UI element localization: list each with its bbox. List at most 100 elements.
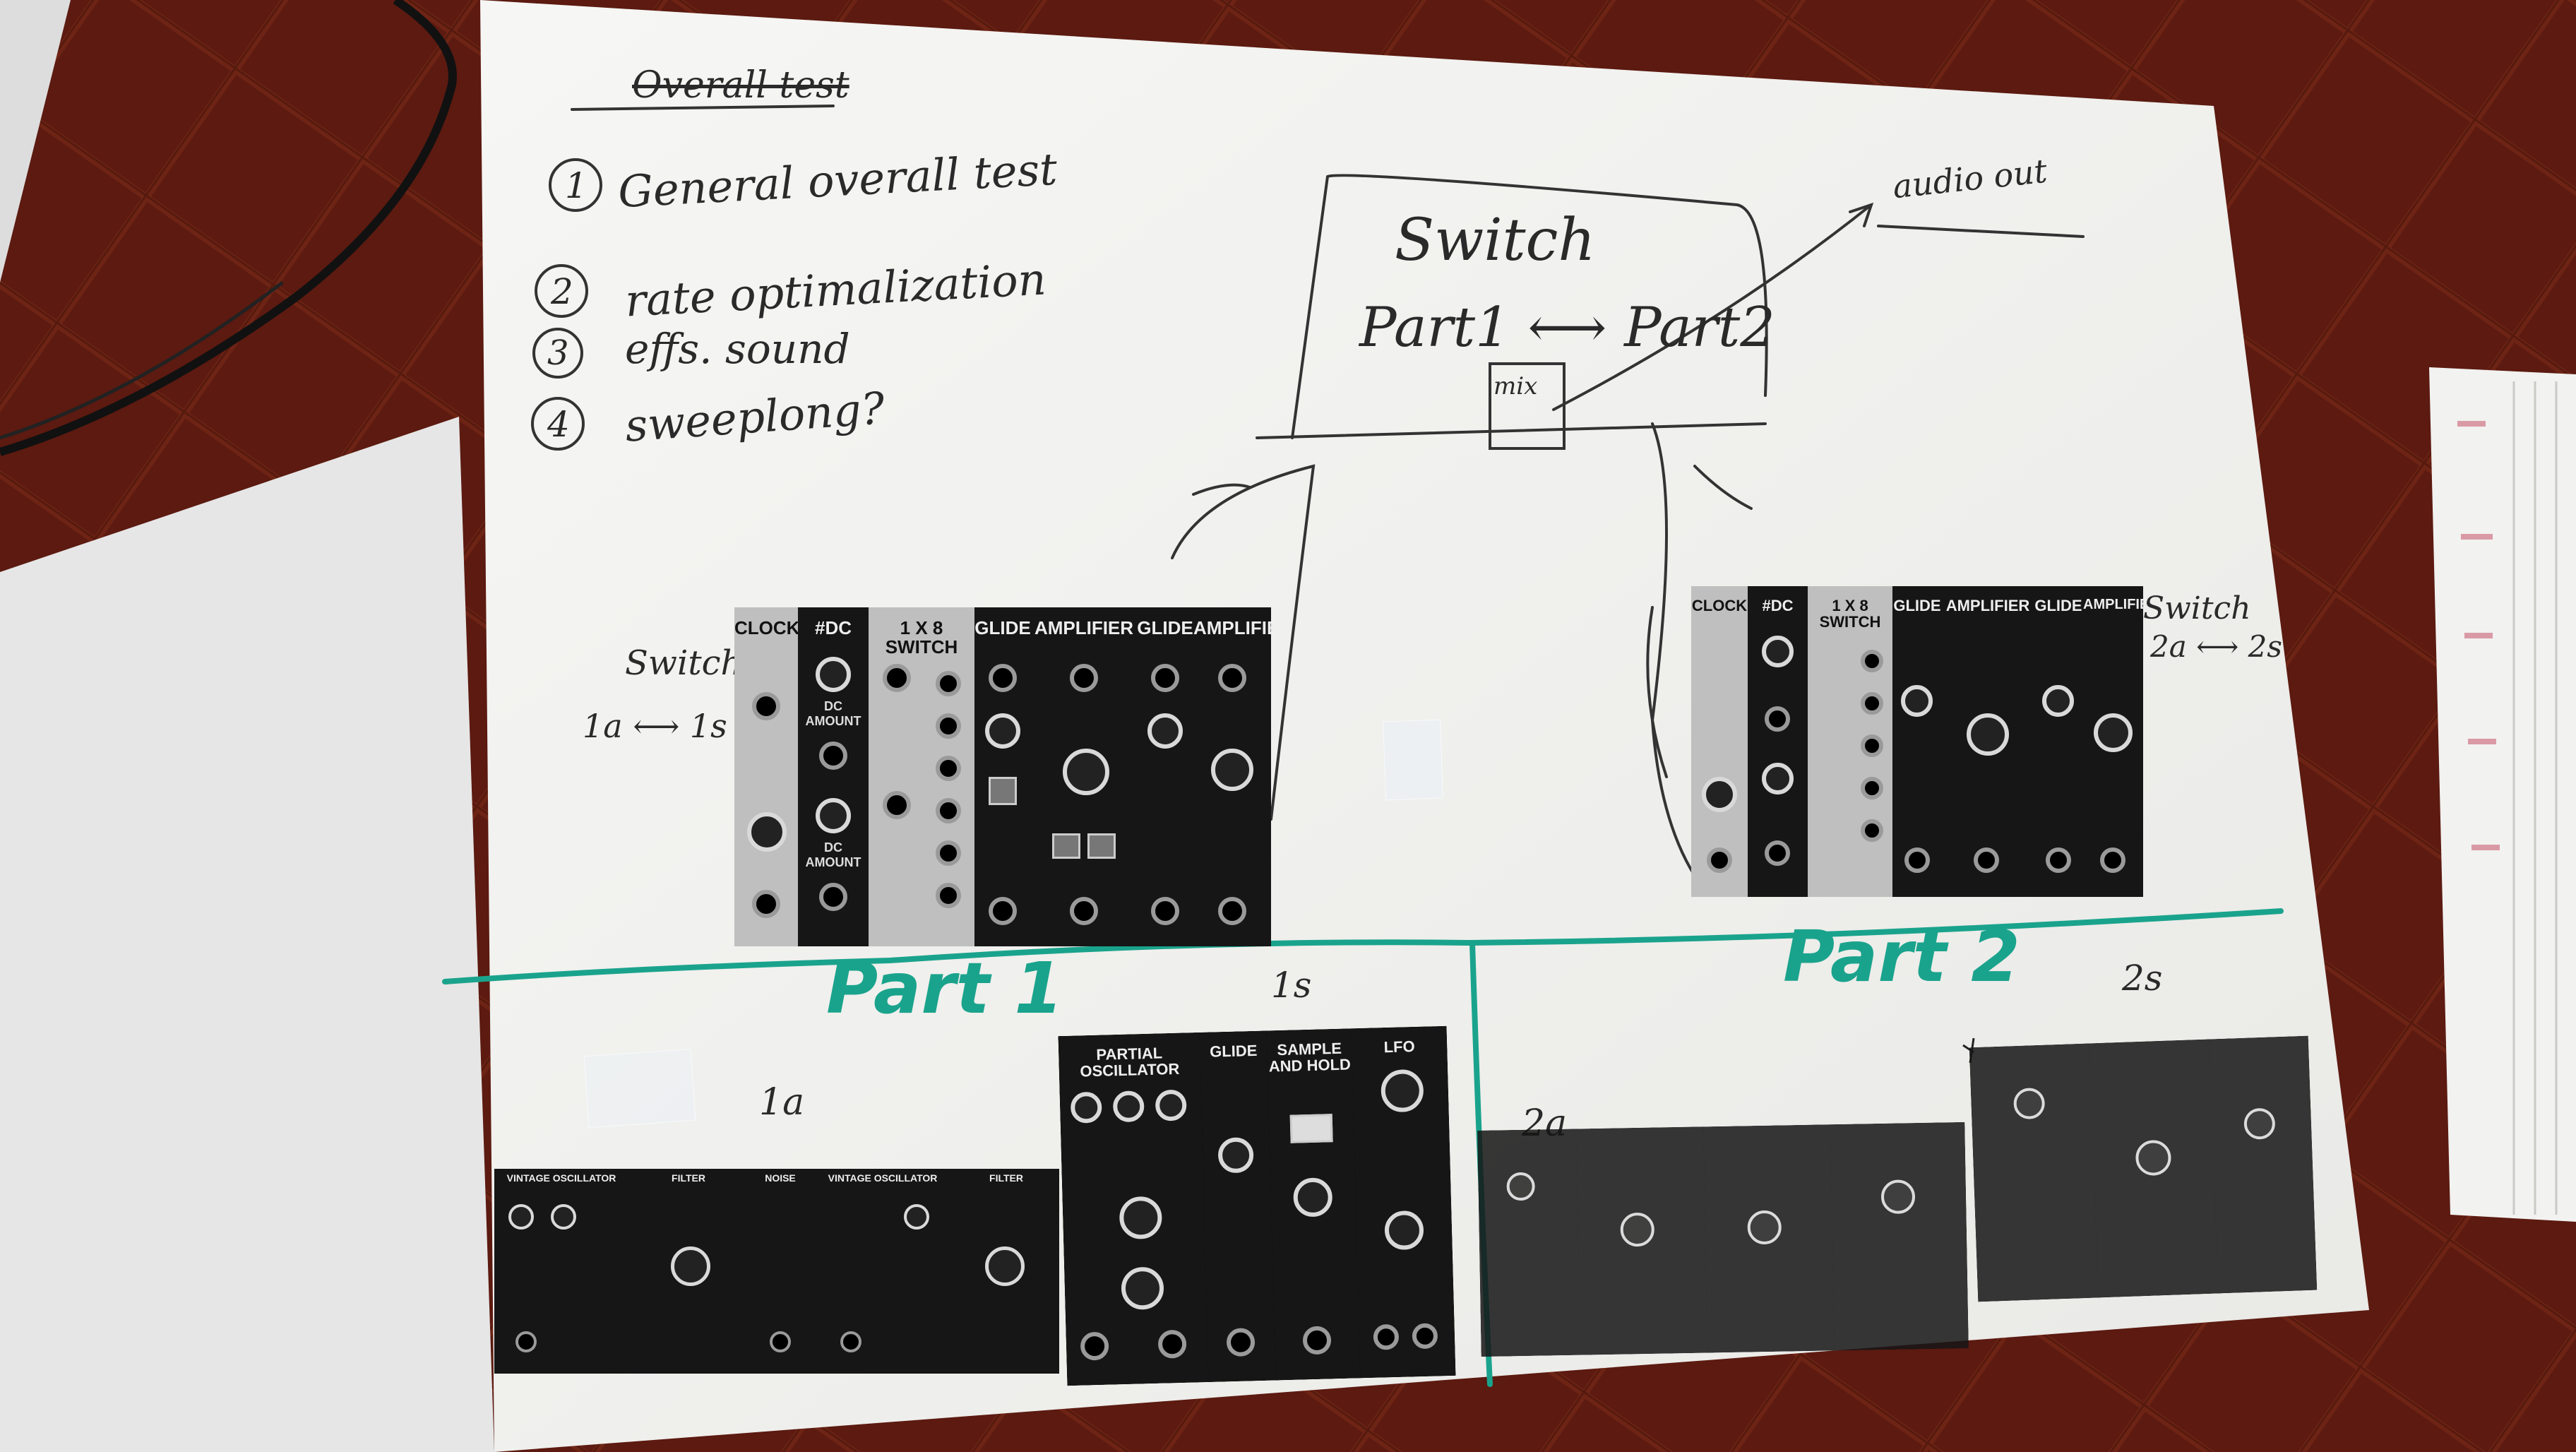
amp-input-jack[interactable] (1070, 664, 1098, 692)
osc-out-jack[interactable] (840, 1331, 861, 1352)
amp-output-jack[interactable] (1974, 847, 1999, 873)
factor-knob[interactable] (747, 812, 787, 852)
factor-knob[interactable] (1702, 777, 1737, 812)
dc-amount-knob[interactable] (816, 798, 851, 833)
background-sheet (0, 417, 494, 1452)
synth-module (1477, 1129, 1582, 1357)
filter-module: FILTER (628, 1169, 751, 1374)
sh-output-jack[interactable] (1302, 1326, 1332, 1355)
module-knob[interactable] (1506, 1172, 1535, 1201)
glide-amount-knob[interactable] (1901, 685, 1933, 717)
glide-output-jack[interactable] (989, 897, 1017, 925)
osc-out-jack[interactable] (515, 1331, 537, 1352)
glide-input-jack[interactable] (1151, 664, 1179, 692)
dc-out-jack[interactable] (1765, 706, 1790, 732)
dc-amount-knob[interactable] (1762, 636, 1794, 667)
label-2s: 2s (2122, 958, 2163, 999)
module-title: AMPLIFIER (2083, 597, 2143, 612)
switch-box-outline (1291, 174, 1768, 439)
amp-jack[interactable] (1080, 1331, 1109, 1361)
gain-knob[interactable] (1063, 749, 1109, 795)
module-knob[interactable] (2012, 1087, 2046, 1120)
frequency-knob[interactable] (1381, 1069, 1424, 1113)
lfo-output-jack[interactable] (1412, 1323, 1438, 1350)
dc-out-jack[interactable] (1765, 840, 1790, 866)
glide-output-jack[interactable] (1226, 1328, 1256, 1357)
rate-knob[interactable] (1293, 1177, 1333, 1218)
fine-knob[interactable] (1155, 1089, 1187, 1121)
step-jack[interactable] (1861, 650, 1883, 672)
part2-label: Part 2 (1783, 915, 2020, 998)
gain-knob[interactable] (2094, 713, 2133, 752)
dc-amount-knob[interactable] (1762, 763, 1794, 795)
step-jack[interactable] (936, 840, 961, 866)
dc-amount-knob[interactable] (816, 657, 851, 692)
step-jack[interactable] (936, 671, 961, 696)
dc-out-jack[interactable] (819, 742, 847, 770)
partial-oscillator-module: PARTIAL OSCILLATOR (1058, 1032, 1211, 1386)
glide-module: GLIDE (1199, 1030, 1278, 1382)
glide-output-jack[interactable] (1904, 847, 1930, 873)
partial-knob[interactable] (1119, 1196, 1163, 1240)
tune-knob[interactable] (508, 1204, 534, 1230)
module-title: CLOCK (1691, 597, 1748, 614)
glide-amount-knob[interactable] (1147, 713, 1183, 749)
glide-amount-knob[interactable] (1217, 1137, 1254, 1174)
glide-response-button[interactable] (989, 777, 1017, 805)
freq-knob[interactable] (1112, 1090, 1145, 1123)
cutoff-knob[interactable] (671, 1246, 710, 1286)
module-knob[interactable] (2135, 1139, 2172, 1177)
phase-knob[interactable] (1121, 1266, 1164, 1311)
noise-out-jack[interactable] (770, 1331, 791, 1352)
amp-output-jack[interactable] (1070, 897, 1098, 925)
amp-output-jack[interactable] (2100, 847, 2125, 873)
step-jack[interactable] (936, 756, 961, 781)
top-left-sheet (0, 0, 71, 282)
module-title: LFO (1383, 1037, 1415, 1057)
glide-amount-knob[interactable] (2042, 685, 2074, 717)
glide-input-jack[interactable] (989, 664, 1017, 692)
step-jack[interactable] (936, 883, 961, 908)
out-jack[interactable] (1157, 1329, 1187, 1359)
white-noise-gen-button[interactable] (1289, 1114, 1333, 1143)
reset-in-jack[interactable] (752, 692, 780, 720)
gain-knob[interactable] (1967, 713, 2009, 756)
step-jack[interactable] (936, 798, 961, 823)
label-1s: 1s (1271, 965, 1312, 1006)
tape-strip (583, 1048, 696, 1129)
glide-output-jack[interactable] (1151, 897, 1179, 925)
module-title: CLOCK (734, 617, 800, 638)
filter-module: FILTER (953, 1169, 1059, 1374)
step-jack[interactable] (1861, 777, 1883, 799)
module-knob[interactable] (1880, 1179, 1916, 1215)
step-jack[interactable] (1861, 819, 1883, 842)
tune-knob[interactable] (904, 1204, 929, 1230)
step-jack[interactable] (1861, 734, 1883, 757)
amp-output-jack[interactable] (1218, 897, 1246, 925)
step-jack[interactable] (1861, 692, 1883, 715)
note-number: 3 (547, 333, 569, 373)
gain-knob[interactable] (1211, 749, 1253, 791)
module-knob[interactable] (1620, 1212, 1655, 1247)
module-knob[interactable] (2243, 1107, 2276, 1140)
dc-out-jack[interactable] (819, 883, 847, 911)
glide-output-jack[interactable] (2046, 847, 2071, 873)
glide-amount-knob[interactable] (985, 713, 1020, 749)
response-button[interactable] (1087, 833, 1116, 859)
response-button[interactable] (1052, 833, 1080, 859)
switch-in-jack[interactable] (883, 664, 911, 692)
pitch-knob[interactable] (1070, 1091, 1102, 1124)
pulse-width-knob[interactable] (1384, 1210, 1424, 1251)
amp-input-jack[interactable] (1218, 664, 1246, 692)
module-title: GLIDE (1137, 617, 1193, 638)
clock-out-jack[interactable] (1707, 847, 1732, 873)
module-knob[interactable] (1747, 1210, 1782, 1245)
step-jack[interactable] (936, 713, 961, 739)
mix-box (1489, 362, 1566, 450)
cutoff-knob[interactable] (985, 1246, 1025, 1286)
octave-knob[interactable] (551, 1204, 576, 1230)
lfo-output-jack[interactable] (1373, 1323, 1400, 1350)
clock-out-jack[interactable] (752, 890, 780, 918)
module-title: #DC (814, 617, 852, 638)
step-trigger-jack[interactable] (883, 791, 911, 819)
